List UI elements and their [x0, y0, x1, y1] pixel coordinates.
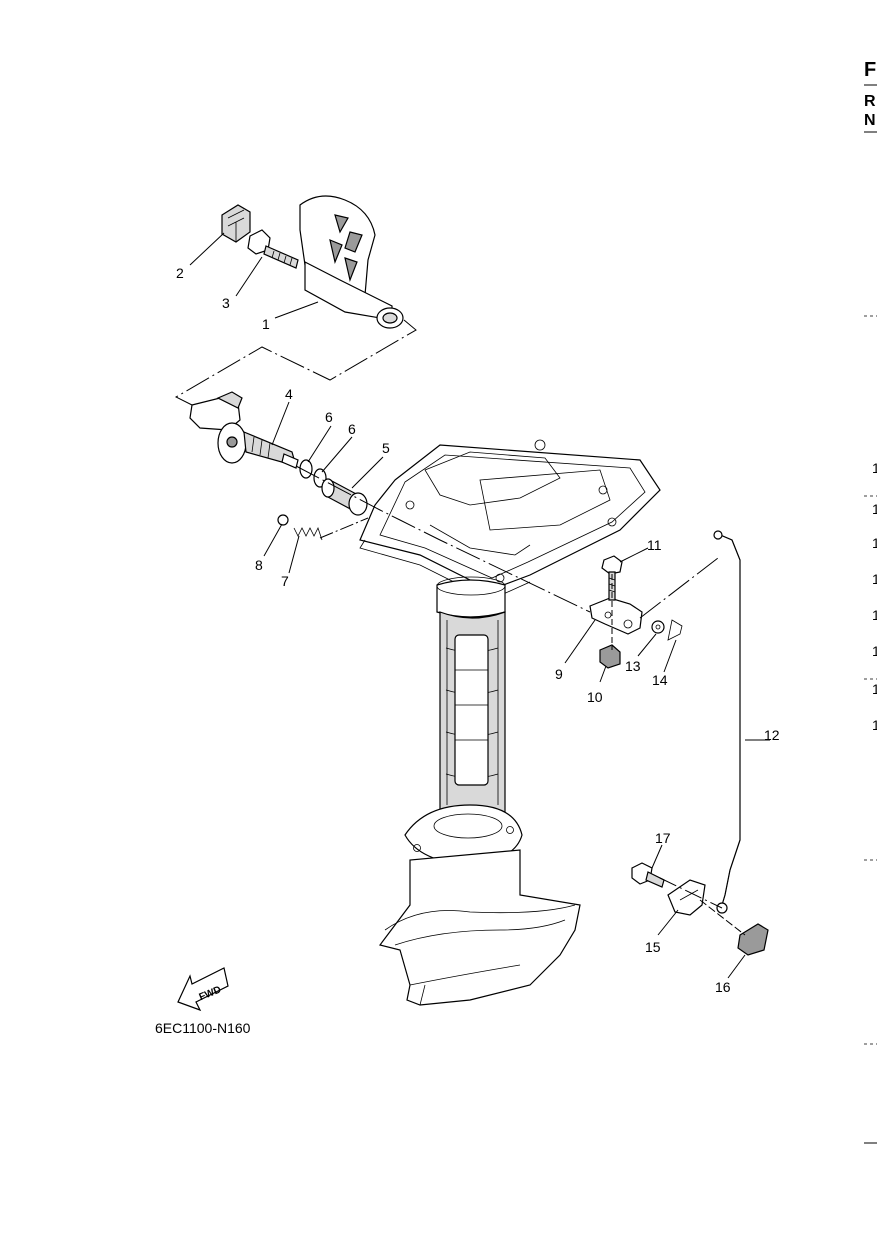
callout-2: 2: [176, 265, 184, 281]
callout-15: 15: [645, 939, 661, 955]
callout-6: 6: [325, 409, 333, 425]
edge-letter-f: F: [864, 59, 876, 81]
part-bushing-5: [321, 478, 368, 516]
right-page-edge: F R N 1 1 1 1 1 1 1 1: [864, 59, 877, 1144]
part-ball-8: [277, 514, 289, 526]
part-bolt-3: [247, 229, 299, 269]
part-pin-14: [667, 619, 683, 641]
callout-16: 16: [715, 979, 731, 995]
edge-number: 1: [872, 643, 877, 659]
callout-5: 5: [382, 440, 390, 456]
callout-12: 12: [764, 727, 780, 743]
callout-numbers: 1 2 3 4 5 6 6 7 8 9 10 11 12 13 14 15 16…: [176, 265, 780, 995]
callout-3: 3: [222, 295, 230, 311]
edge-number: 1: [872, 535, 877, 551]
callout-8: 8: [255, 557, 263, 573]
part-clamp-15: [667, 879, 706, 916]
callout-10: 10: [587, 689, 603, 705]
callout-9: 9: [555, 666, 563, 682]
edge-letter-n: N: [864, 112, 876, 129]
part-bolt-17: [631, 862, 665, 888]
diagram-code: 6EC1100-N160: [155, 1020, 251, 1036]
edge-number: 1: [872, 571, 877, 587]
callout-6: 6: [348, 421, 356, 437]
part-nut-16: [737, 923, 769, 956]
fwd-arrow-icon: FWD: [177, 967, 229, 1012]
edge-number: 1: [872, 460, 877, 476]
leader-lines: [174, 232, 770, 979]
part-clip: [221, 204, 251, 243]
edge-number: 1: [872, 681, 877, 697]
part-o-ring: [299, 459, 313, 479]
callout-13: 13: [625, 658, 641, 674]
part-shaft-4: [189, 391, 299, 469]
callout-11: 11: [647, 537, 662, 553]
callout-14: 14: [652, 672, 668, 688]
callout-7: 7: [281, 573, 289, 589]
edge-number: 1: [872, 607, 877, 623]
part-rod-12: [713, 530, 741, 914]
edge-number: 1: [872, 717, 877, 733]
part-spring-7: [293, 526, 323, 541]
edge-number: 1: [872, 501, 877, 517]
part-tiller-handle: [299, 195, 404, 329]
part-bracket-9: [589, 597, 643, 635]
edge-letter-r: R: [864, 93, 876, 110]
upper-casing: [359, 439, 661, 1006]
part-block-10: [599, 644, 621, 669]
callout-17: 17: [655, 830, 671, 846]
callout-4: 4: [285, 386, 293, 402]
callout-1: 1: [262, 316, 270, 332]
part-washer-13: [651, 620, 665, 634]
part-screw-11: [601, 555, 623, 601]
